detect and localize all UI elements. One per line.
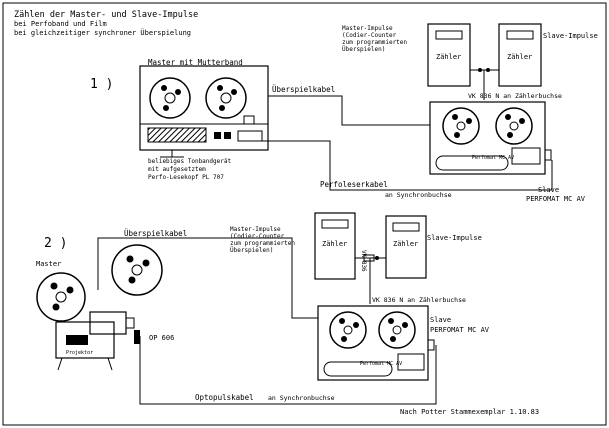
s1-slave-model: PERFOMAT MC AV [526, 195, 586, 203]
s1-vk-label: VK 836 N an Zählerbuchse [468, 92, 562, 100]
section1-master-label: Master mit Mutterband [148, 58, 243, 67]
reel-left-icon [149, 77, 191, 119]
section1-number: 1 ) [90, 77, 113, 92]
s1-counter-note-4: Überspielen) [342, 46, 385, 53]
s2-counter-note-3: zum programmierten [230, 240, 295, 247]
title-line-1: Zählen der Master- und Slave-Impulse [14, 10, 198, 20]
s1-zaehler-2: Zähler [507, 53, 532, 61]
section2-projector: Projektor [36, 244, 163, 371]
s2-machine-brand: Perfomat MC AV [360, 361, 402, 367]
section1-master-recorder: Master mit Mutterband [139, 58, 269, 158]
s2-master-label: Master [36, 260, 61, 268]
title-line-3: bei gleichzeitiger synchroner Überspielu… [14, 28, 191, 37]
s1-counter-note-3: zum programmierten [342, 39, 407, 46]
s1-slave-impulse: Slave-Impulse [543, 32, 598, 40]
s2-vk-label: VK 836 N an Zählerbuchse [372, 296, 466, 304]
s2-uebersp-label: Überspielkabel [124, 229, 187, 238]
s1-zaehler-1: Zähler [436, 53, 461, 61]
s2-opto-cable [139, 336, 437, 405]
footer-note: Nach Potter Stammexemplar 1.10.83 [400, 408, 539, 416]
s2-zaehler-2: Zähler [393, 240, 418, 248]
s2-counter-note-4: Überspielen) [230, 247, 273, 254]
title-line-2: bei Perfoband und Film [14, 20, 107, 28]
s1-counter-note-2: (Codier-Counter [342, 32, 397, 39]
s2-synchron: an Synchronbuchse [268, 394, 335, 402]
section2-counter-master: Zähler [314, 212, 356, 280]
section1-uebersp-label: Überspielkabel [272, 85, 335, 94]
section1-counter-master: Zähler [427, 23, 471, 87]
s1-counter-note-1: Master-Impulse [342, 25, 393, 32]
s2-counter-note-1: Master-Impulse [230, 226, 281, 233]
section2-counter-slave: Zähler [385, 215, 427, 279]
tonband-note-1: beliebiges Tonbandgerät [148, 158, 231, 165]
section1-counter-slave: Zähler [498, 23, 542, 87]
s2-zaehler-1: Zähler [322, 240, 347, 248]
s2-opto-kabel: Optopulskabel [195, 393, 254, 402]
s1-synchron: an Synchronbuchse [385, 191, 452, 199]
s1-perfo-cable [262, 140, 553, 191]
s2-slave-impulse: Slave-Impulse [427, 234, 482, 242]
reel-right-icon [205, 77, 247, 119]
section1-uebersp-cable [268, 95, 430, 126]
tape-head-hatch [147, 127, 207, 143]
s2-slave-title: Slave [430, 316, 451, 324]
section2-slave-machine: Perfomat MC AV [317, 305, 435, 381]
tonband-note-3: Perfo-Lesekopf PL 707 [148, 174, 224, 181]
s1-perfo-kabel: Perfoleserkabel [320, 180, 388, 189]
section2-number: 2 ) [44, 236, 67, 251]
s2-op-label: OP 606 [149, 334, 174, 342]
s1-machine-brand: Perfomat MC AV [472, 155, 514, 161]
section1-slave-machine: Perfomat MC AV [429, 101, 552, 175]
s2-slave-model: PERFOMAT MC AV [430, 326, 490, 334]
s2-uebersp-cable [97, 237, 318, 319]
tonband-note-2: mit aufgesetztem [148, 166, 206, 173]
s2-projector-brand: Projektor [66, 350, 93, 356]
s2-counter-note-2: (Codier-Counter [230, 233, 285, 240]
